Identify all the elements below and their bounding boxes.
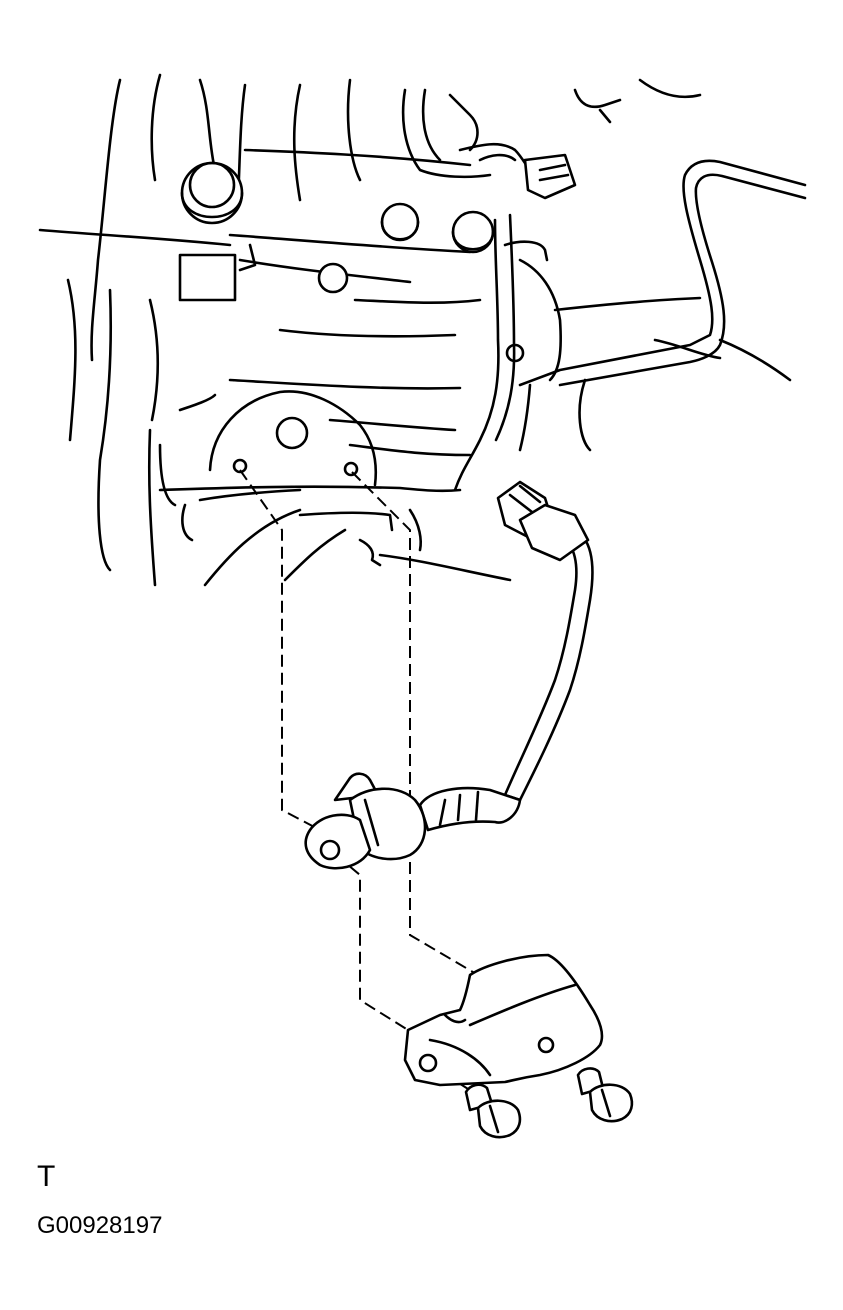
sensor-cover [403, 953, 604, 1087]
figure-id-label: G00928197 [37, 1212, 163, 1239]
bolt-right [576, 1067, 634, 1123]
sensor-assembly [304, 480, 594, 870]
transaxle-housing [38, 73, 807, 587]
bolt-left [464, 1083, 522, 1139]
view-code-label: T [37, 1160, 56, 1193]
